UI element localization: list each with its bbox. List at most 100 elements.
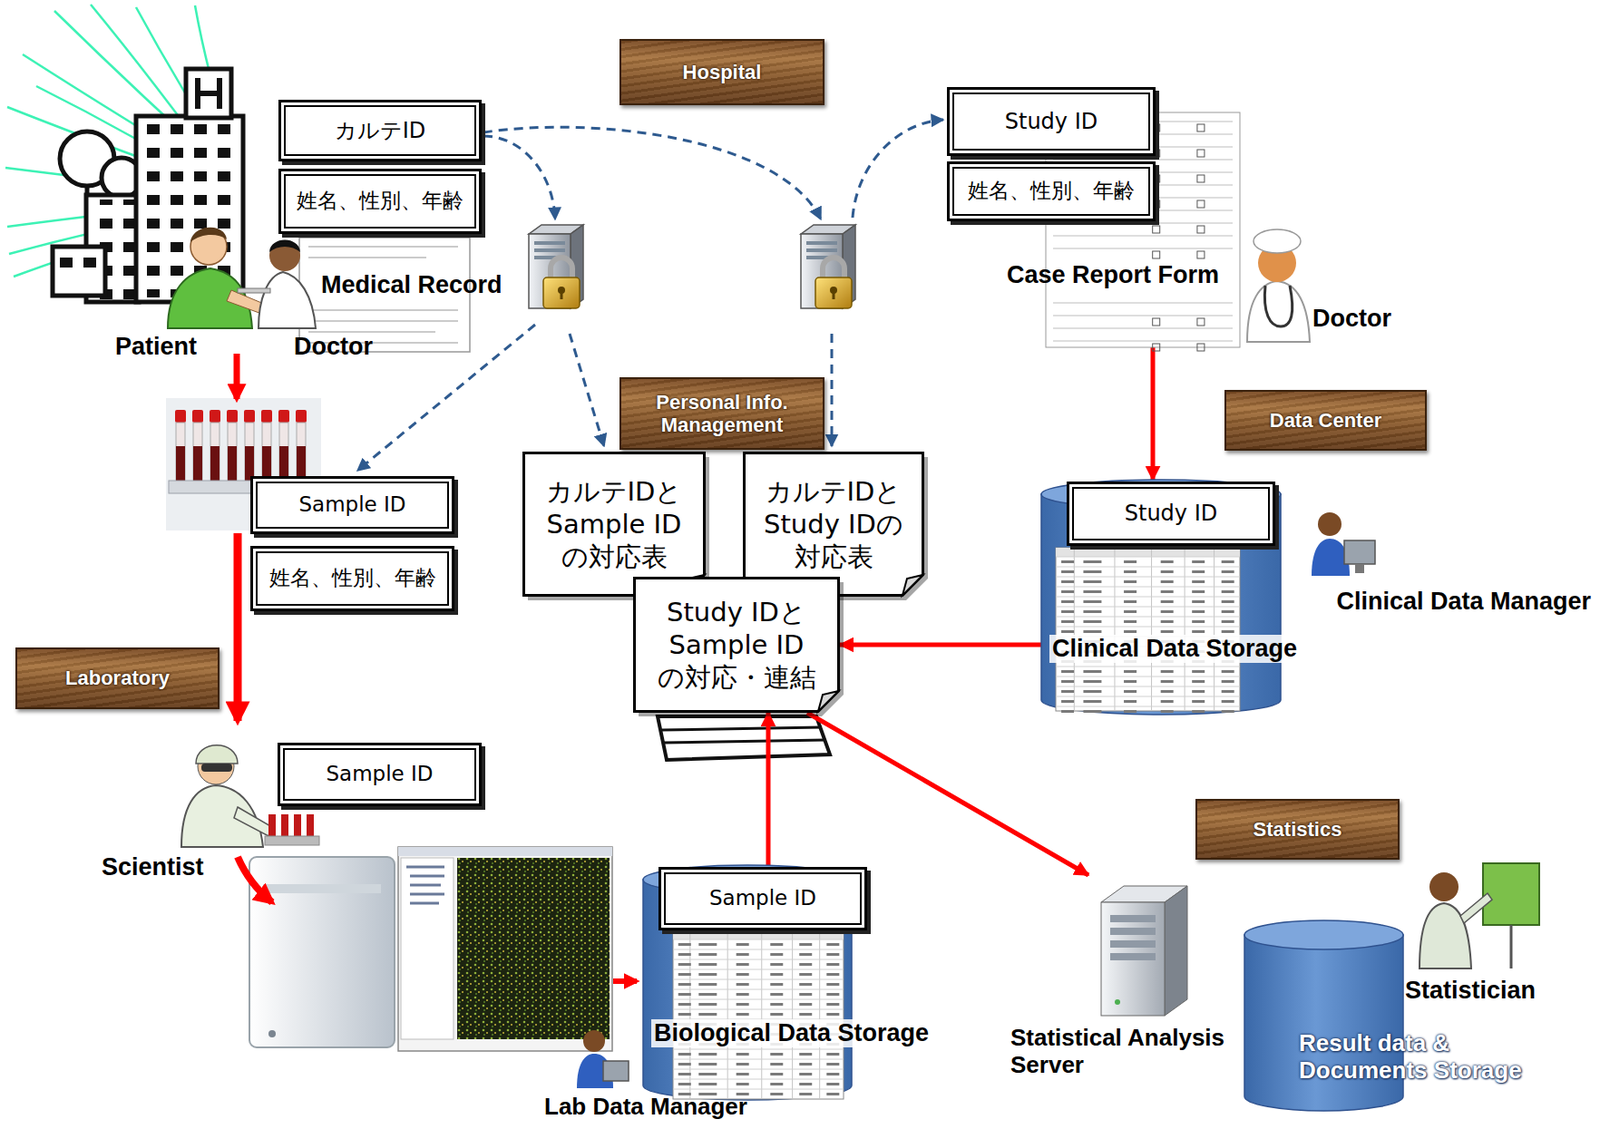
table-cell-mark (1123, 590, 1137, 594)
table-cell-mark (698, 993, 717, 996)
storage-cylinder: Study IDClinical Data Storage (1041, 479, 1307, 718)
patient-figure (167, 227, 271, 329)
figure-label: Statistician (1404, 976, 1536, 1005)
table-cell-mark (1082, 580, 1102, 584)
table-cell-mark (1082, 600, 1102, 604)
table-cell-mark (799, 1063, 812, 1066)
table-cell-mark (826, 943, 840, 947)
label-box: Clinical Data Manager (1336, 587, 1591, 616)
callout-shape (524, 453, 705, 596)
table-cell-mark (799, 1082, 812, 1086)
id-label: Sample ID (298, 492, 406, 518)
table-rule (673, 969, 844, 971)
table-cell-mark (678, 973, 692, 976)
dashed-link-arrow (569, 333, 605, 447)
table-rule (1055, 566, 1240, 568)
table-cell-mark (1061, 590, 1074, 594)
table-cell-mark (1082, 620, 1102, 624)
table-cell-mark (678, 1013, 692, 1016)
table-cell-mark (770, 983, 783, 986)
table-cell-mark (1221, 580, 1235, 584)
table-cell-mark (1061, 630, 1074, 634)
figure-label: Doctor (1312, 304, 1392, 333)
table-cell-mark (1160, 630, 1174, 634)
analysis-server: Statistical Analysis Server (1010, 875, 1238, 1086)
panel-shape (509, 400, 947, 784)
table-cell-mark (770, 993, 783, 996)
id-label: Sample ID (709, 886, 817, 912)
server-side (1164, 886, 1188, 1016)
table-cell-mark (799, 1092, 812, 1096)
id-label: Study ID (1124, 500, 1218, 527)
label-box: Scientist (101, 853, 205, 882)
table-cell-mark (678, 1003, 692, 1006)
wood-banner: Personal Info. Management (619, 377, 825, 450)
table-cell-mark (678, 1073, 692, 1076)
panel-shape (97, 86, 677, 387)
id-box: 姓名、性別、年齢 (946, 161, 1156, 222)
table-rule (673, 939, 844, 941)
lab-instrument (398, 847, 613, 1052)
table-cell-mark (1191, 570, 1205, 574)
id-label: カルテID (334, 117, 427, 145)
table-cell-mark (1061, 610, 1074, 614)
table-cell-mark (736, 1073, 750, 1076)
doctor-figure (237, 288, 271, 293)
table-cell-mark (1123, 630, 1137, 634)
data-manager-icon (1311, 512, 1376, 576)
label-box: Medical Record (321, 271, 503, 300)
table-cell-mark (1221, 670, 1235, 674)
form-line (1053, 159, 1233, 161)
page-fold (902, 575, 924, 596)
id-label: 姓名、性別、年齢 (967, 178, 1135, 205)
dashed-link-arrow (483, 136, 556, 220)
table-cell-mark (1191, 580, 1205, 584)
flow-arrow (237, 857, 273, 903)
hospital-building (141, 121, 238, 298)
table-cell-mark (698, 973, 717, 976)
cylinder-body (1244, 935, 1404, 1112)
table-cell-mark (799, 1053, 812, 1056)
table-cell-mark (1160, 620, 1174, 624)
table-cell-mark (1082, 670, 1102, 674)
data-table (673, 930, 844, 1100)
table-cell-mark (1191, 670, 1205, 674)
table-cell-mark (698, 1053, 717, 1056)
table-cell-mark (1160, 670, 1174, 674)
table-cell-mark (736, 963, 750, 966)
table-rule (1055, 556, 1240, 558)
table-cell-mark (1191, 590, 1205, 594)
statistician-figure (1482, 863, 1540, 926)
callout-text: カルテIDと Sample ID の対応表 (535, 475, 693, 575)
table-cell-mark (1123, 610, 1137, 614)
table-cell-mark (736, 983, 750, 986)
table-cell-mark (1191, 690, 1205, 693)
data-flow-arrow (839, 643, 1042, 648)
table-cell-mark (1061, 580, 1074, 584)
table-cell-mark (770, 1013, 783, 1016)
flow-arrow (236, 353, 637, 982)
id-box: Study ID (1066, 481, 1276, 547)
table-cell-mark (826, 1013, 840, 1016)
label-box: Patient (115, 332, 197, 361)
linkage-note: Study IDと Sample ID の対応・連結 (633, 576, 840, 713)
table-cell-mark (799, 983, 812, 986)
storage-label: Result data & Documents Storage (1296, 1030, 1534, 1085)
table-cell-mark (799, 1013, 812, 1016)
table-rule (760, 930, 762, 1100)
form-checkbox (1197, 251, 1205, 259)
table-cell-mark (1160, 680, 1174, 683)
table-cell-mark (736, 1082, 750, 1086)
table-cell-mark (1160, 560, 1174, 564)
server-label: Statistical Analysis Server (1010, 1024, 1238, 1080)
table-cell-mark (1191, 630, 1205, 634)
hospital-building (59, 257, 73, 268)
server-bay (1110, 927, 1156, 936)
panel-shape (729, 66, 1600, 365)
table-cell-mark (1061, 710, 1074, 713)
callout-shape (634, 578, 840, 713)
table-cell-mark (678, 953, 692, 957)
table-cell-mark (1082, 710, 1102, 713)
table-cell-mark (1221, 610, 1235, 614)
